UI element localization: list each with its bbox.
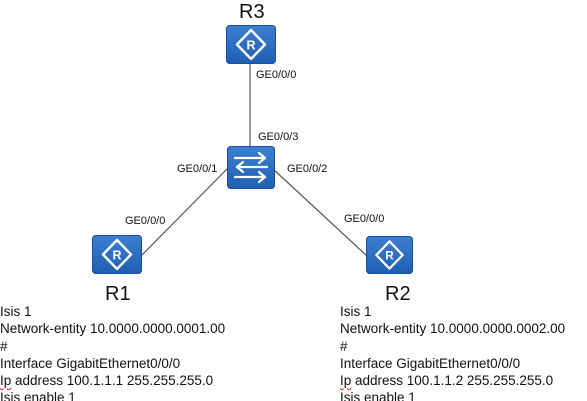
- router-icon: R: [235, 28, 267, 61]
- switch-port-ge002-label: GE0/0/2: [287, 163, 328, 175]
- switch-port-ge003-label: GE0/0/3: [258, 131, 299, 143]
- svg-text:R: R: [112, 249, 121, 263]
- config-line: Interface GigabitEthernet0/0/0: [0, 355, 181, 371]
- link-switch-r2: [271, 167, 368, 257]
- config-line: Isis 1: [340, 304, 372, 319]
- switch-port-ge001-label: GE0/0/1: [177, 163, 218, 175]
- r1-label: R1: [105, 283, 131, 305]
- svg-text:R: R: [385, 250, 394, 263]
- r2-config-block: Isis 1 Network-entity 10.0000.0000.0002.…: [340, 303, 565, 401]
- config-line: #: [340, 338, 348, 354]
- link-switch-r1: [139, 167, 229, 258]
- r1-config-block: Isis 1 Network-entity 10.0000.0000.0001.…: [0, 303, 225, 401]
- config-line: Network-entity 10.0000.0000.0001.00: [0, 321, 226, 337]
- router-r1[interactable]: R: [92, 235, 142, 274]
- config-line: Interface GigabitEthernet0/0/0: [340, 355, 521, 371]
- r3-port-label: GE0/0/0: [256, 69, 297, 81]
- config-line: Network-entity 10.0000.0000.0002.00: [340, 321, 566, 337]
- svg-text:R: R: [246, 39, 255, 53]
- switch-device[interactable]: [227, 146, 275, 189]
- config-line: Ip address 100.1.1.1 255.255.255.0: [0, 373, 214, 389]
- router-icon: R: [375, 240, 404, 270]
- switch-icon: [233, 151, 269, 184]
- config-line: #: [0, 338, 8, 354]
- r2-label: R2: [385, 283, 411, 305]
- router-r2[interactable]: R: [366, 236, 413, 274]
- config-line: Isis enable 1: [0, 390, 76, 401]
- config-line: Isis 1: [0, 304, 32, 319]
- r3-label: R3: [239, 1, 265, 23]
- router-r3[interactable]: R: [226, 25, 276, 64]
- config-line: Isis enable 1: [340, 390, 416, 401]
- r1-port-label: GE0/0/0: [125, 215, 166, 227]
- config-line: Ip address 100.1.1.2 255.255.255.0: [340, 373, 554, 389]
- router-icon: R: [101, 238, 133, 271]
- r2-port-label: GE0/0/0: [344, 213, 385, 225]
